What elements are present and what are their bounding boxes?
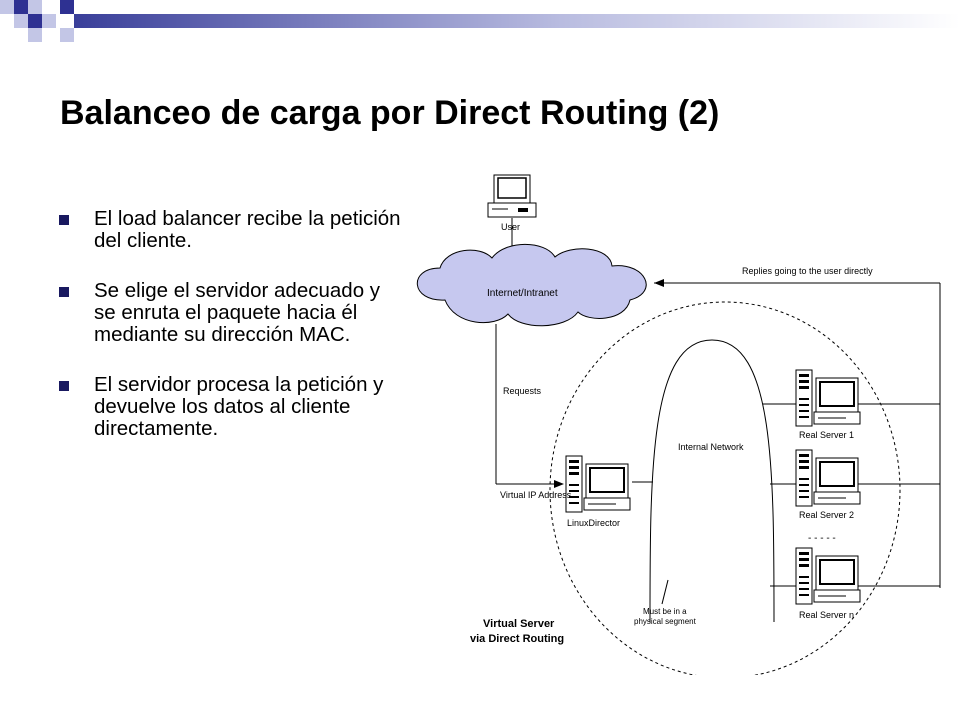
virtual-server-boundary	[549, 301, 901, 675]
bullet-text: Se elige el servidor adecuado y se enrut…	[94, 279, 381, 346]
header-square	[14, 0, 28, 14]
bullet-text: El servidor procesa la petición y devuel…	[94, 373, 384, 440]
segment-note: Must be in a	[643, 607, 687, 616]
real-server-1-icon	[795, 369, 861, 427]
segment-note: physical segment	[634, 617, 697, 626]
header-decoration	[0, 0, 960, 42]
user-label: User	[501, 222, 520, 232]
linux-director-icon	[565, 455, 631, 513]
header-square	[60, 28, 74, 42]
internal-network-arch	[649, 339, 775, 623]
server-ellipsis: - - - - -	[808, 533, 836, 544]
replies-label: Replies going to the user directly	[742, 266, 873, 276]
arrowhead-icon	[554, 480, 564, 488]
bullet-item: Se elige el servidor adecuado y se enrut…	[56, 280, 406, 346]
header-square	[42, 14, 56, 28]
header-square	[28, 14, 42, 28]
real-server-label: Real Server n	[799, 610, 854, 620]
real-server-label: Real Server 1	[799, 430, 854, 440]
network-diagram: User Internet/Intranet Replies going to …	[416, 174, 941, 675]
cloud-label: Internet/Intranet	[487, 288, 558, 299]
header-square	[0, 0, 14, 14]
bullet-item: El servidor procesa la petición y devuel…	[56, 374, 406, 440]
arrowhead-icon	[654, 279, 664, 287]
header-gradient-bar	[74, 14, 960, 28]
square-bullet-icon	[59, 287, 69, 297]
diagram-caption: via Direct Routing	[470, 633, 564, 645]
square-bullet-icon	[59, 215, 69, 225]
user-computer-icon	[487, 174, 537, 218]
virtual-ip-label: Virtual IP Address	[500, 490, 572, 500]
real-server-2-icon	[795, 449, 861, 507]
slide-title: Balanceo de carga por Direct Routing (2)	[60, 94, 720, 132]
cloud-icon	[416, 243, 647, 327]
real-server-label: Real Server 2	[799, 510, 854, 520]
header-square	[28, 28, 42, 42]
square-bullet-icon	[59, 381, 69, 391]
connector-line	[661, 579, 669, 605]
bullet-text: El load balancer recibe la petición del …	[94, 207, 401, 252]
requests-label: Requests	[503, 386, 542, 396]
bullet-item: El load balancer recibe la petición del …	[56, 208, 406, 252]
header-square	[28, 0, 42, 14]
header-square	[14, 14, 28, 28]
bullet-list: El load balancer recibe la petición del …	[56, 208, 406, 468]
internal-network-label: Internal Network	[678, 442, 744, 452]
header-square	[60, 0, 74, 14]
real-server-n-icon	[795, 547, 861, 605]
diagram-caption: Virtual Server	[483, 618, 555, 630]
director-label: LinuxDirector	[567, 518, 620, 528]
